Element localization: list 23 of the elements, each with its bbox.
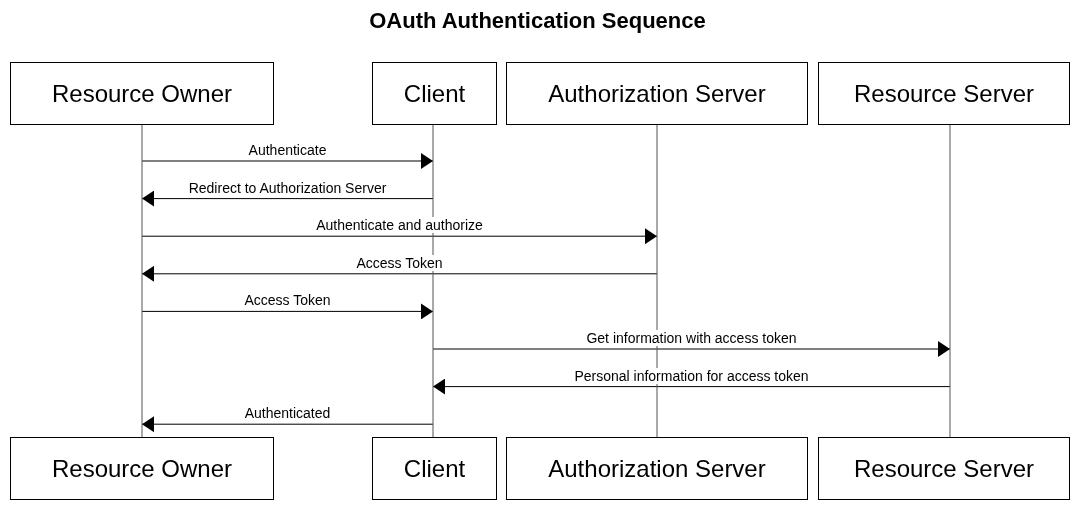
message-arrow bbox=[432, 378, 951, 395]
message-arrow bbox=[141, 303, 434, 320]
edge-label: Authenticate bbox=[246, 142, 329, 158]
edge-label: Redirect to Authorization Server bbox=[186, 179, 389, 196]
participant-box: Client bbox=[372, 437, 497, 500]
message-arrow bbox=[141, 416, 434, 433]
participant-box: Authorization Server bbox=[506, 62, 808, 125]
edge-label: Access Token bbox=[354, 254, 445, 271]
participant-box: Resource Owner bbox=[10, 437, 274, 500]
participant-box: Resource Owner bbox=[10, 62, 274, 125]
participant-box: Resource Server bbox=[818, 437, 1070, 500]
diagram-title: OAuth Authentication Sequence bbox=[368, 8, 707, 34]
participant-box: Authorization Server bbox=[506, 437, 808, 500]
edge-label: Get information with access token bbox=[584, 330, 799, 346]
message-arrow bbox=[141, 190, 434, 207]
edge-label: Personal information for access token bbox=[572, 367, 811, 384]
message-arrow bbox=[141, 265, 658, 282]
message-arrow bbox=[141, 153, 434, 169]
participant-box: Resource Server bbox=[818, 62, 1070, 125]
edge-label: Authenticate and authorize bbox=[314, 217, 485, 234]
participant-box: Client bbox=[372, 62, 497, 125]
message-arrow bbox=[141, 228, 658, 245]
message-arrow bbox=[432, 341, 951, 357]
